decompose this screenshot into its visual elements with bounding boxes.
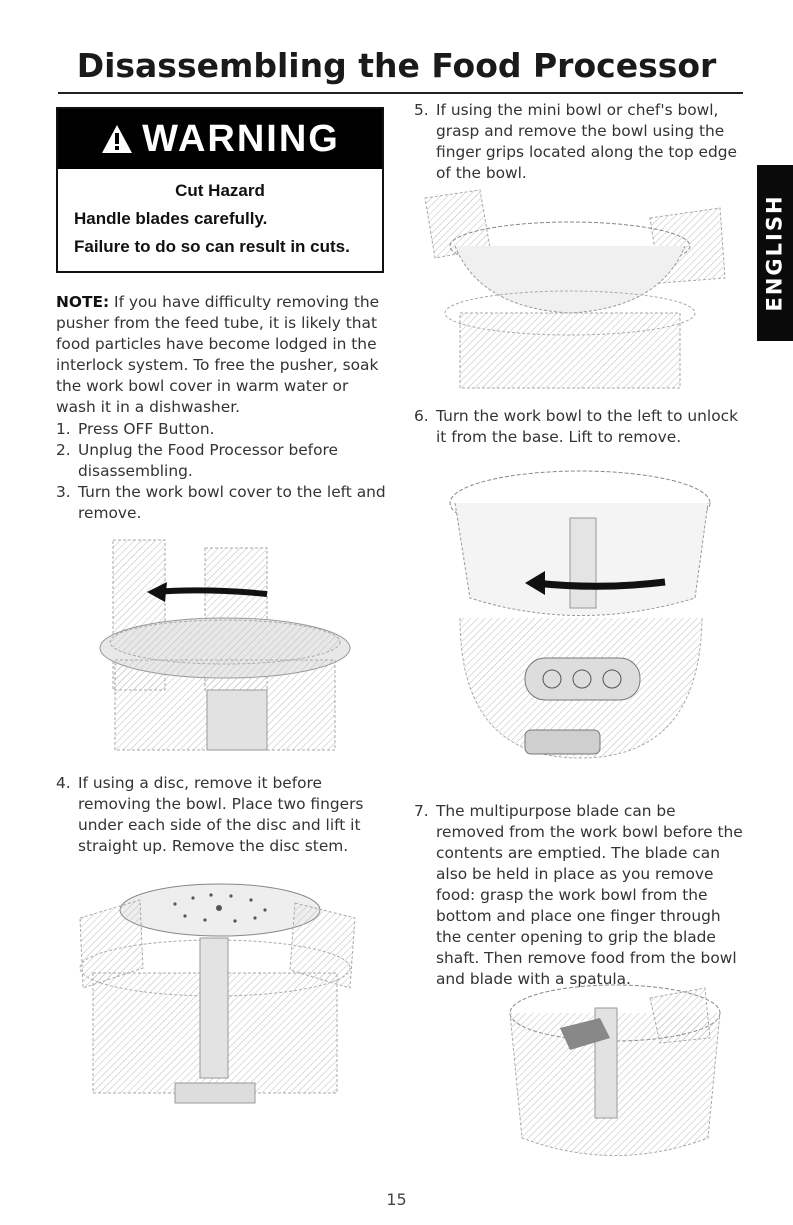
work-bowl-removal-illustration	[449, 470, 711, 759]
step-text: Turn the work bowl to the left to unlock…	[436, 407, 738, 446]
warning-handle-blades: Handle blades carefully.	[74, 209, 268, 228]
warning-triangle-icon	[102, 125, 133, 153]
step-number: 6.	[414, 407, 429, 425]
step-6: 6. Turn the work bowl to the left to unl…	[414, 406, 744, 448]
note-paragraph: NOTE: If you have difficulty removing th…	[56, 292, 386, 418]
language-tab-label: ENGLISH	[763, 194, 787, 312]
step-3: 3. Turn the work bowl cover to the left …	[56, 482, 386, 524]
step-7: 7. The multipurpose blade can be removed…	[414, 801, 744, 990]
step-1: 1. Press OFF Button.	[56, 419, 386, 440]
title-rule	[58, 92, 743, 94]
step-number: 2.	[56, 441, 71, 459]
step-number: 4.	[56, 774, 71, 792]
step-2: 2. Unplug the Food Processor before disa…	[56, 440, 386, 482]
step-text: Unplug the Food Processor before disasse…	[78, 441, 338, 480]
page-number: 15	[386, 1190, 407, 1209]
warning-header: WARNING	[58, 109, 382, 169]
step-5: 5. If using the mini bowl or chef's bowl…	[414, 100, 744, 184]
warning-cut-hazard: Cut Hazard	[175, 181, 265, 200]
step-number: 1.	[56, 420, 71, 438]
note-label: NOTE:	[56, 293, 110, 311]
step-text: If using a disc, remove it before removi…	[78, 774, 364, 855]
cover-removal-illustration	[99, 539, 351, 751]
step-text: Press OFF Button.	[78, 420, 215, 438]
warning-failure: Failure to do so can result in cuts.	[74, 237, 350, 256]
step-text: The multipurpose blade can be removed fr…	[436, 802, 743, 988]
page-title: Disassembling the Food Processor	[76, 46, 717, 85]
note-text: If you have difficulty removing the push…	[56, 293, 380, 416]
disc-removal-illustration	[79, 883, 356, 1104]
step-text: Turn the work bowl cover to the left and…	[78, 483, 386, 522]
warning-heading: WARNING	[142, 117, 340, 160]
mini-bowl-removal-illustration	[424, 189, 726, 389]
language-tab: ENGLISH	[757, 165, 793, 341]
step-4: 4. If using a disc, remove it before rem…	[56, 773, 386, 857]
warning-box: WARNING Cut Hazard Handle blades careful…	[56, 107, 384, 273]
step-number: 5.	[414, 101, 429, 119]
step-number: 7.	[414, 802, 429, 820]
step-number: 3.	[56, 483, 71, 501]
blade-removal-illustration	[509, 984, 721, 1156]
step-text: If using the mini bowl or chef's bowl, g…	[436, 101, 737, 182]
